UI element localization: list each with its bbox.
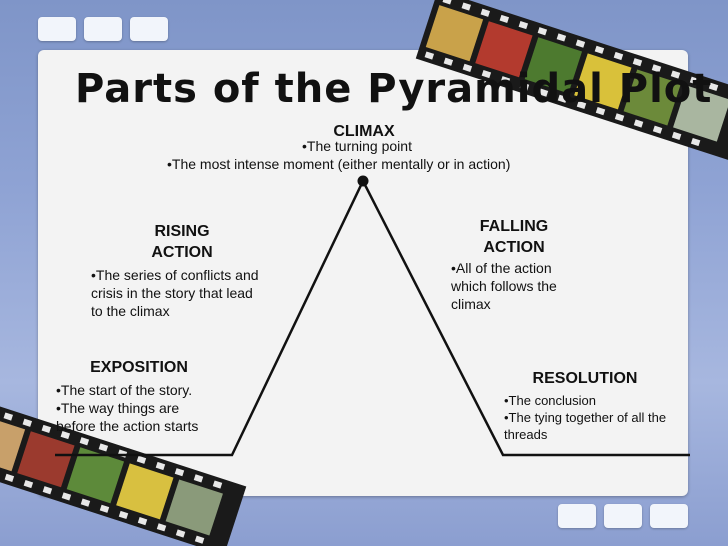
exposition-heading: EXPOSITION	[90, 359, 188, 376]
page-title: Parts of the Pyramidal Plot	[75, 66, 713, 112]
falling-action-heading: FALLING ACTION	[479, 218, 549, 256]
climax-text: •The turning point •The most intense mom…	[167, 137, 587, 173]
falling-action-text: •All of the action which follows the cli…	[451, 260, 557, 312]
climax-heading: CLIMAX	[333, 123, 395, 140]
climax-bullet-1: •The turning point	[302, 138, 412, 154]
rising-action-text: •The series of conflicts and crisis in t…	[91, 267, 259, 319]
climax-point	[357, 175, 369, 187]
nav-tab-3	[130, 17, 168, 41]
exposition-text: •The start of the story. •The way things…	[56, 382, 199, 434]
resolution-heading: RESOLUTION	[532, 370, 638, 387]
climax-bullet-2: •The most intense moment (either mentall…	[167, 156, 511, 172]
nav-tab-4	[558, 504, 596, 528]
rising-action-heading: RISING ACTION	[151, 223, 213, 261]
nav-tab-2	[84, 17, 122, 41]
nav-tab-5	[604, 504, 642, 528]
resolution-text: •The conclusion •The tying together of a…	[504, 393, 667, 442]
nav-tab-6	[650, 504, 688, 528]
nav-tab-1	[38, 17, 76, 41]
